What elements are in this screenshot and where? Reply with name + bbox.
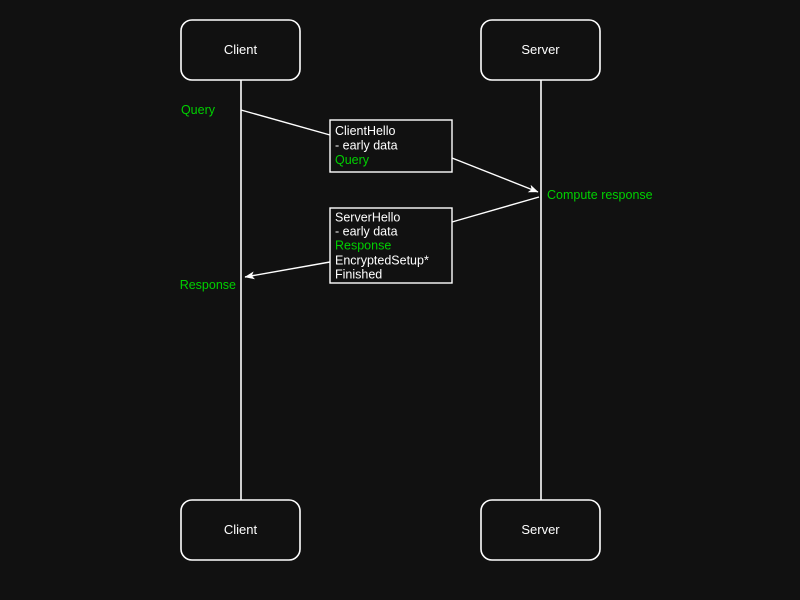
note-client-hello[interactable]: ClientHello - early data Query <box>329 119 453 173</box>
note-line-serverhello-1: - early data <box>335 225 398 239</box>
participant-server-top[interactable]: Server <box>480 19 601 81</box>
note-box <box>329 119 453 173</box>
participant-client-top[interactable]: Client <box>180 19 301 81</box>
connector-clienthello-to-server <box>451 157 539 193</box>
participant-box <box>180 499 301 561</box>
connector-serverhello-to-client <box>244 261 331 280</box>
note-line-clienthello-1: - early data <box>335 139 398 153</box>
label-compute-response: Compute response <box>547 188 653 202</box>
participant-box <box>480 499 601 561</box>
participant-client-bottom[interactable]: Client <box>180 499 301 561</box>
note-box <box>329 207 453 284</box>
participant-label-client-top: Client <box>224 42 258 57</box>
participant-box <box>480 19 601 81</box>
note-line-clienthello-2: Query <box>335 153 370 167</box>
participant-label-client-bottom: Client <box>224 522 258 537</box>
note-line-serverhello-2: Response <box>335 239 391 253</box>
note-line-clienthello-0: ClientHello <box>335 124 395 138</box>
connector-server-to-serverhello <box>451 196 540 223</box>
participant-box <box>180 19 301 81</box>
label-response: Response <box>180 278 236 292</box>
note-line-serverhello-3: EncryptedSetup* <box>335 254 429 268</box>
participant-server-bottom[interactable]: Server <box>480 499 601 561</box>
connector-client-to-clienthello <box>240 109 331 136</box>
label-query: Query <box>181 103 216 117</box>
participant-label-server-bottom: Server <box>521 522 560 537</box>
note-line-serverhello-0: ServerHello <box>335 211 400 225</box>
note-server-hello[interactable]: ServerHello - early data Response Encryp… <box>329 207 453 284</box>
note-line-serverhello-4: Finished <box>335 268 382 282</box>
participant-label-server-top: Server <box>521 42 560 57</box>
